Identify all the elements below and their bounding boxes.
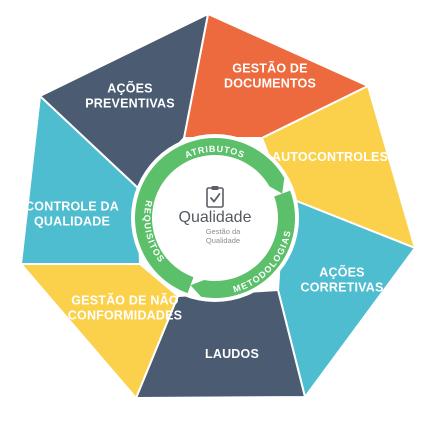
clipboard-check-icon	[206, 186, 224, 208]
segment-label-gestao-nao-conformidades-line-1: GESTÃO DE NÃO	[71, 293, 179, 308]
center-disc	[154, 157, 276, 279]
segment-label-controle-qualidade-line-2: QUALIDADE	[34, 215, 110, 229]
segment-label-autocontroles-line-1: AUTOCONTROLES	[272, 150, 388, 164]
segment-label-acoes-preventivas-line-2: PREVENTIVAS	[85, 97, 175, 111]
segment-label-acoes-preventivas-line-1: AÇÕES	[107, 81, 152, 96]
center-subtitle-line-2: Qualidade	[206, 236, 240, 245]
center-subtitle-line-1: Gestão da	[206, 227, 241, 236]
segment-label-gestao-documentos-line-2: DOCUMENTOS	[224, 77, 316, 91]
segment-label-gestao-nao-conformidades-line-2: CONFORMIDADES	[68, 309, 182, 323]
segment-labels-layer: GESTÃO DEDOCUMENTOSAUTOCONTROLESAÇÕESCOR…	[25, 61, 388, 362]
segment-label-acoes-corretivas-line-1: AÇÕES	[319, 265, 364, 280]
segments-layer	[20, 13, 416, 399]
ring-arrow-2	[190, 190, 295, 298]
segment-label-laudos-line-1: LAUDOS	[205, 347, 259, 361]
segment-label-gestao-documentos-line-1: GESTÃO DE	[232, 61, 307, 76]
center-layer: Qualidade Gestão da Qualidade	[154, 157, 276, 279]
ring-arrow-1	[145, 138, 285, 194]
ring-arrow-3	[135, 172, 194, 294]
center-title: Qualidade	[179, 209, 252, 226]
segment-label-acoes-corretivas-line-2: CORRETIVAS	[300, 281, 383, 295]
segment-label-controle-qualidade-line-1: CONTROLE DA	[25, 200, 119, 214]
